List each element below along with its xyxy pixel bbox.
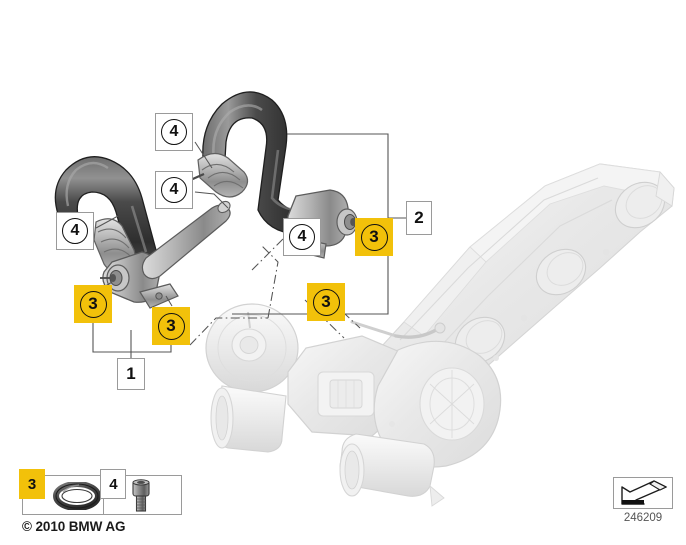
callout-4-upper[interactable]: 4 [155,113,193,151]
callout-4-middle[interactable]: 4 [155,171,193,209]
legend-tag-4: 4 [100,469,127,499]
o-ring-seal-icon [53,482,101,510]
wastegate-actuator-left [93,200,231,309]
legend-item-3[interactable]: 3 [19,469,105,514]
callout-4-left[interactable]: 4 [56,212,94,250]
legend-tag-3: 3 [19,469,45,499]
legend-item-4[interactable]: 4 [100,469,181,514]
legend-box: 3 4 [19,469,182,515]
callout-4-upper-label: 4 [161,119,187,145]
callout-1-assembly[interactable]: 1 [117,358,145,390]
callout-4-middle-label: 4 [161,177,187,203]
callout-4-left-label: 4 [62,218,88,244]
callout-3-left-right-label: 3 [157,312,185,340]
callout-3-center-label: 3 [312,288,340,316]
callout-3-left-lower-label: 3 [79,290,107,318]
callout-4-right[interactable]: 4 [283,218,321,256]
callout-4-right-label: 4 [289,224,315,250]
callout-3-left-lower[interactable]: 3 [74,285,112,323]
direction-marker-box [613,477,673,509]
copyright-notice: © 2010 BMW AG [22,519,126,534]
turbocharger-assembly [205,303,502,507]
callout-3-left-right[interactable]: 3 [152,307,190,345]
callout-2-assembly[interactable]: 2 [406,201,432,235]
callout-3-right-actuator[interactable]: 3 [355,218,393,256]
callout-3-right-actuator-label: 3 [360,223,388,251]
hex-socket-bolt-icon [132,479,151,512]
callout-3-center[interactable]: 3 [307,283,345,321]
part-number: 246209 [623,512,663,524]
direction-arrow-icon [621,480,668,505]
